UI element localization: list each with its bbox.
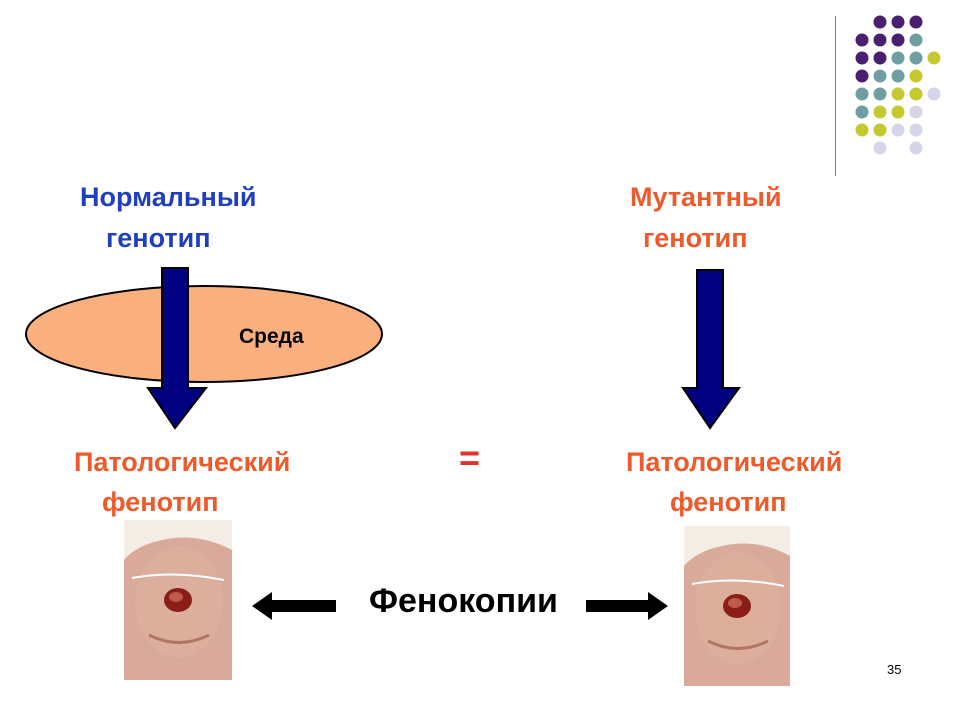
patient-photo-right — [684, 526, 790, 686]
pathological-phenotype-left-line1: Патологический — [74, 447, 291, 477]
decorative-dot — [873, 15, 887, 29]
environment-ellipse — [25, 285, 383, 383]
environment-label: Среда — [239, 325, 304, 348]
decorative-dot — [891, 123, 905, 137]
decorative-dot — [891, 33, 905, 47]
decorative-dot — [909, 33, 923, 47]
pathological-phenotype-right-line2: фенотип — [670, 487, 787, 517]
decorative-dot — [909, 123, 923, 137]
decorative-dot — [909, 15, 923, 29]
mutant-genotype-label-line2: генотип — [643, 223, 748, 253]
decorative-dot — [891, 105, 905, 119]
decorative-dot — [873, 69, 887, 83]
decorative-dot — [855, 87, 869, 101]
pathological-phenotype-left-line2: фенотип — [102, 487, 219, 517]
decorative-dot — [909, 51, 923, 65]
decorative-dot — [873, 87, 887, 101]
decorative-dot — [855, 69, 869, 83]
decorative-dot — [873, 51, 887, 65]
decorative-dot — [909, 141, 923, 155]
mutant-genotype-label-line1: Мутантный — [630, 182, 782, 212]
decorative-dot — [873, 105, 887, 119]
decorative-dot — [855, 51, 869, 65]
decorative-dot — [873, 33, 887, 47]
patient-photo-left — [124, 520, 232, 680]
decorative-dot — [891, 51, 905, 65]
normal-genotype-label-line2: генотип — [106, 223, 211, 253]
decorative-dot — [927, 87, 941, 101]
decorative-dot — [891, 87, 905, 101]
decorative-dot — [891, 69, 905, 83]
right-pointing-arrow — [586, 592, 668, 620]
decorative-dot-grid — [855, 15, 941, 155]
decorative-dot — [891, 15, 905, 29]
equals-sign: = — [459, 437, 481, 478]
pathological-phenotype-right-line1: Патологический — [626, 447, 843, 477]
decorative-dot — [909, 105, 923, 119]
decorative-dot — [927, 51, 941, 65]
decorative-dot — [855, 33, 869, 47]
down-arrow-right — [681, 269, 741, 430]
decorative-dot — [909, 69, 923, 83]
decorative-dot — [873, 141, 887, 155]
decorative-dot — [873, 123, 887, 137]
normal-genotype-label-line1: Нормальный — [80, 182, 257, 212]
decorative-dot — [855, 123, 869, 137]
page-number: 35 — [887, 662, 902, 677]
phenocopies-label: Фенокопии — [369, 582, 558, 620]
decorative-dot — [855, 105, 869, 119]
decorative-dot — [909, 87, 923, 101]
down-arrow-left — [146, 267, 209, 430]
left-pointing-arrow — [252, 592, 336, 620]
vertical-divider — [835, 16, 836, 176]
